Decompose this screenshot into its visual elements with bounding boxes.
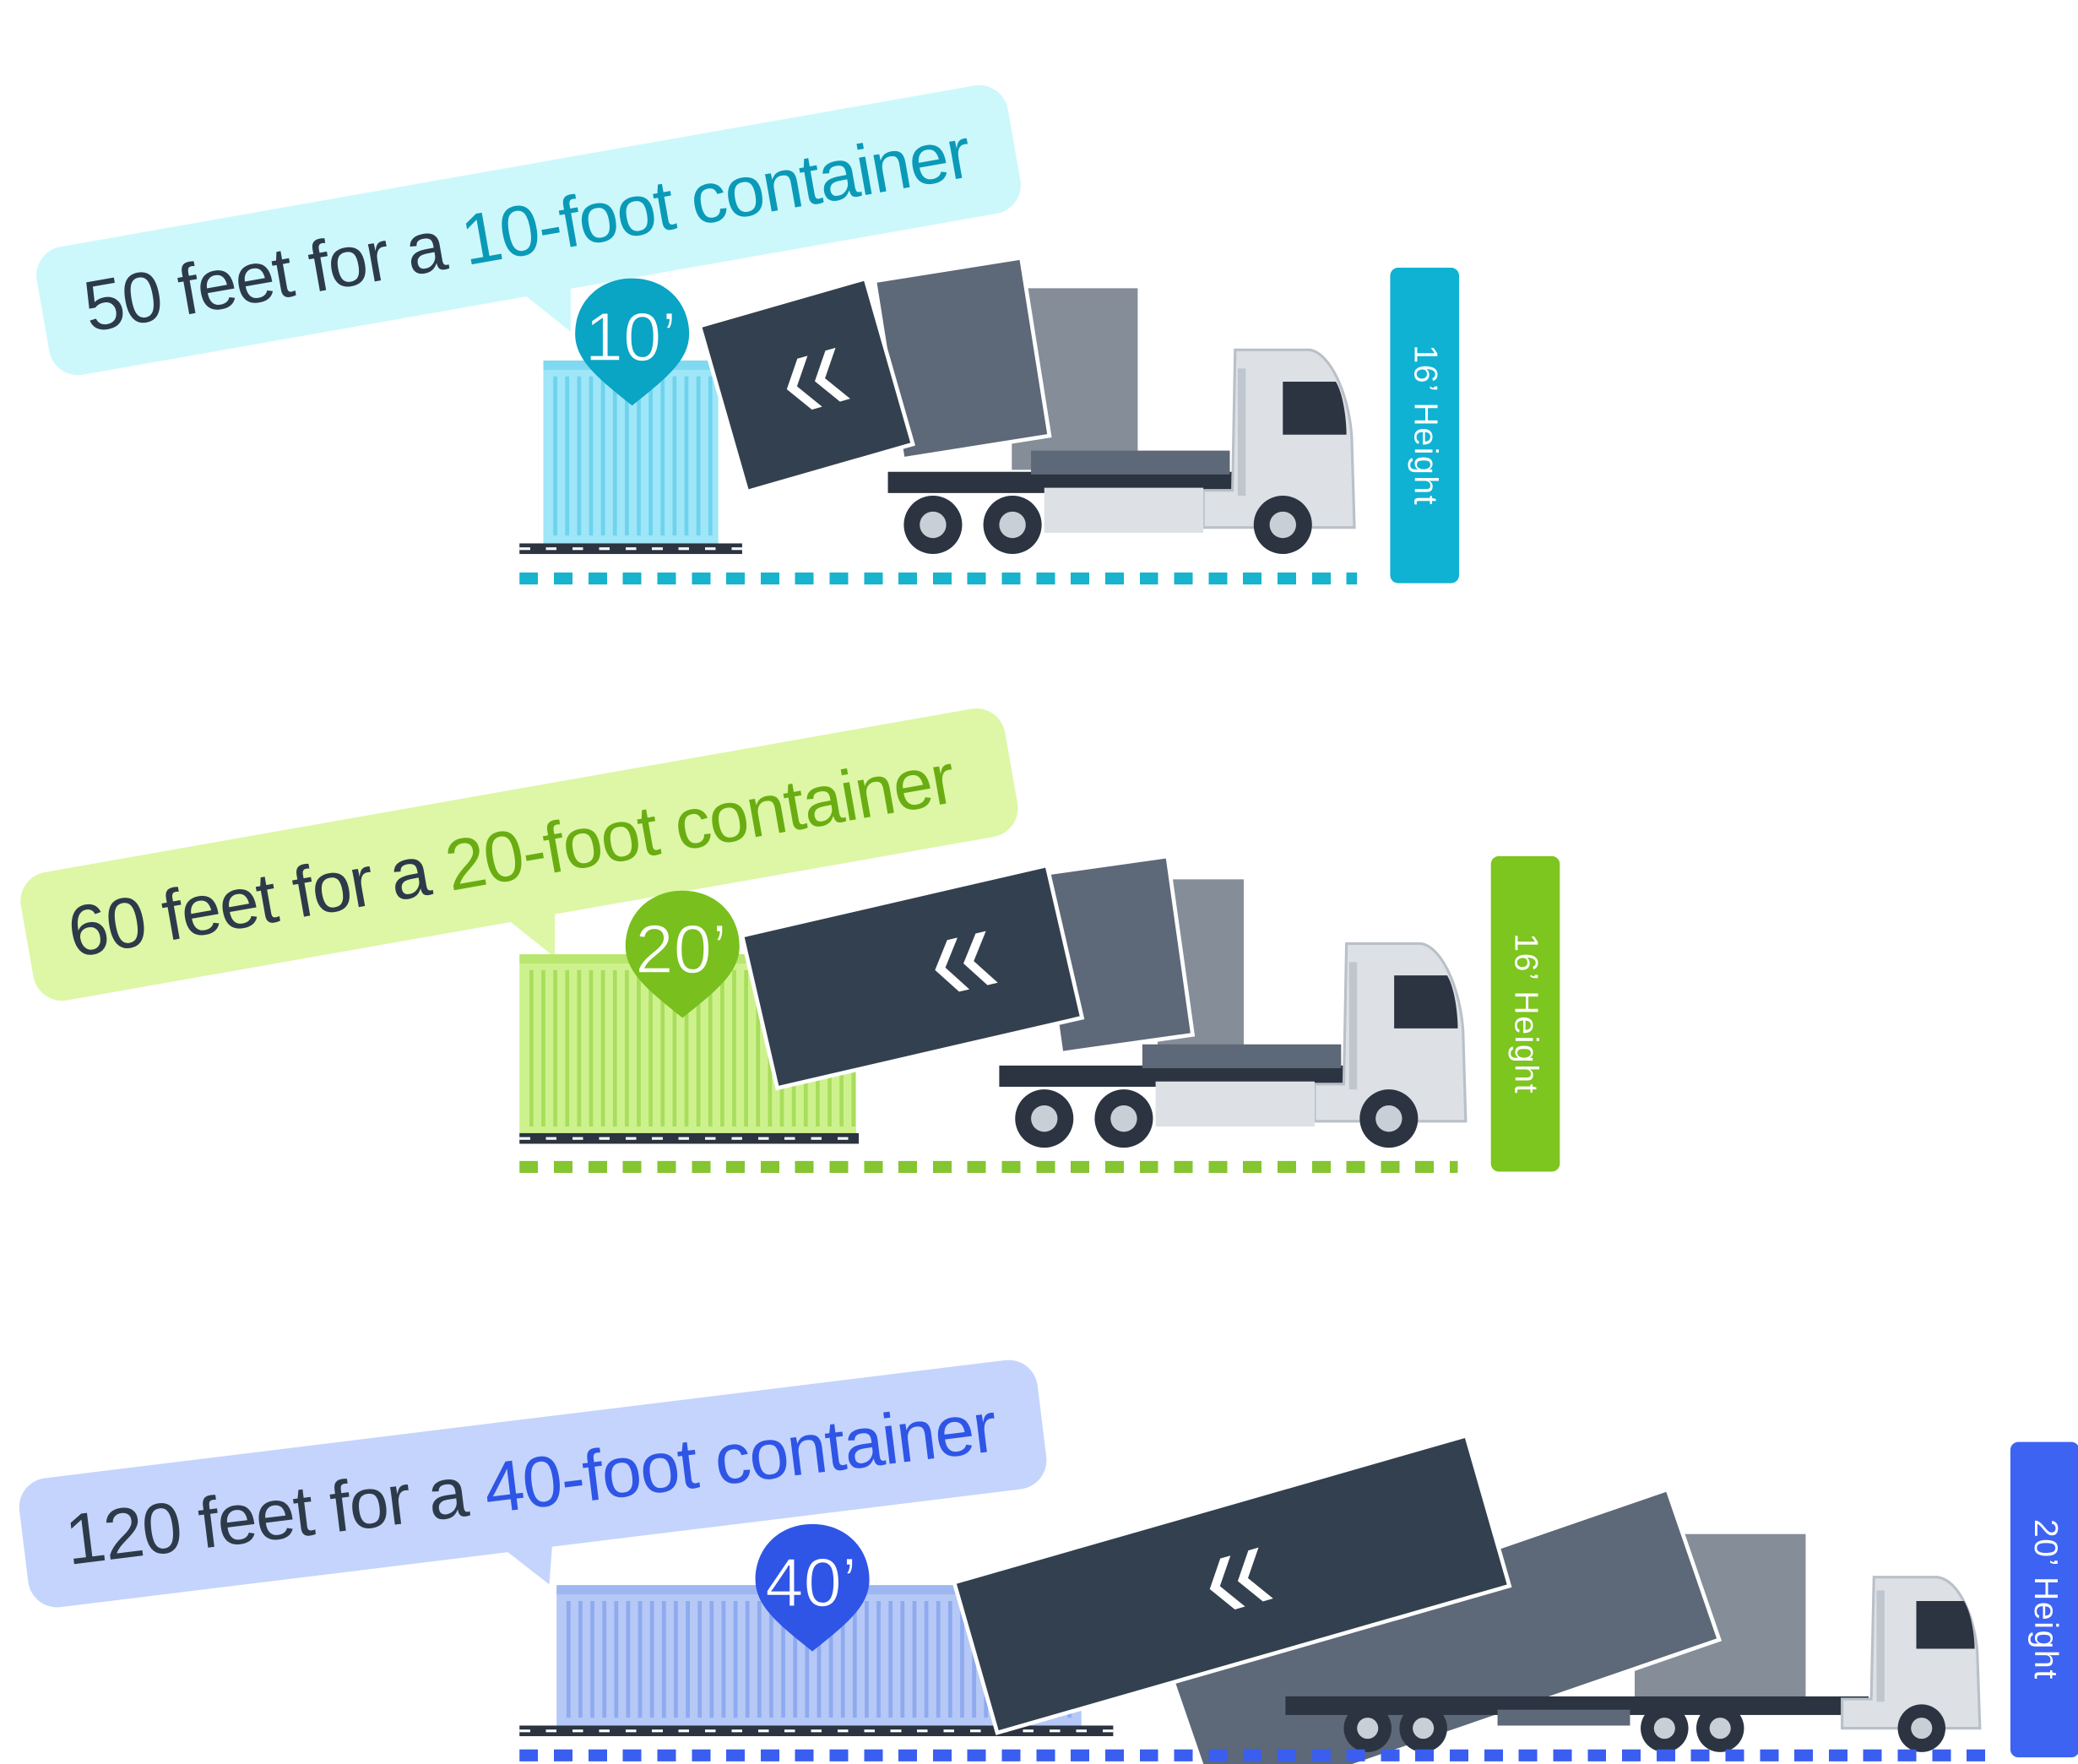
road-40	[519, 1725, 1114, 1737]
distance-label-40: 120 feet for a 40-foot container	[15, 1356, 1050, 1611]
label-lead: 60 feet for a	[62, 828, 453, 974]
badge-text: 10’	[585, 299, 677, 376]
height-label: 20’ Height	[2026, 1518, 2064, 1680]
road-20	[519, 1132, 860, 1144]
label-accent: 40-foot container	[480, 1387, 1001, 1529]
truck-40	[1285, 1576, 1982, 1752]
tilting-containers-20	[740, 854, 1248, 1091]
container-tilting-dark	[952, 1433, 1512, 1735]
label-lead: 50 feet for a	[78, 203, 469, 348]
tilting-containers-40	[952, 1433, 1810, 1764]
double-chevron-left-icon	[786, 347, 850, 410]
ground-line-20	[519, 1160, 1458, 1174]
location-badge-20: 20’	[625, 890, 740, 1018]
height-indicator-40: 20’ Height	[2010, 1441, 2078, 1758]
location-badge-10: 10’	[575, 278, 690, 406]
height-indicator-20: 16’ Height	[1490, 855, 1560, 1172]
label-lead: 120 feet for a	[61, 1450, 490, 1581]
height-label: 16’ Height	[1507, 933, 1545, 1095]
container-tilting-dark	[740, 862, 1085, 1091]
ground-line-40	[519, 1749, 1986, 1761]
badge-text: 20’	[635, 911, 727, 988]
container-tilting-dark	[697, 275, 915, 495]
truck-20	[999, 942, 1468, 1148]
height-indicator-10: 16’ Height	[1390, 268, 1460, 583]
badge-text: 40’	[765, 1544, 857, 1621]
location-badge-40: 40’	[755, 1523, 870, 1652]
height-label: 16’ Height	[1407, 345, 1444, 507]
double-chevron-left-icon	[935, 931, 998, 992]
road-10	[519, 543, 742, 555]
ground-line-10	[519, 573, 1358, 585]
tilting-containers-10	[697, 255, 1142, 495]
double-chevron-left-icon	[1209, 1547, 1273, 1610]
truck-10	[887, 348, 1356, 555]
